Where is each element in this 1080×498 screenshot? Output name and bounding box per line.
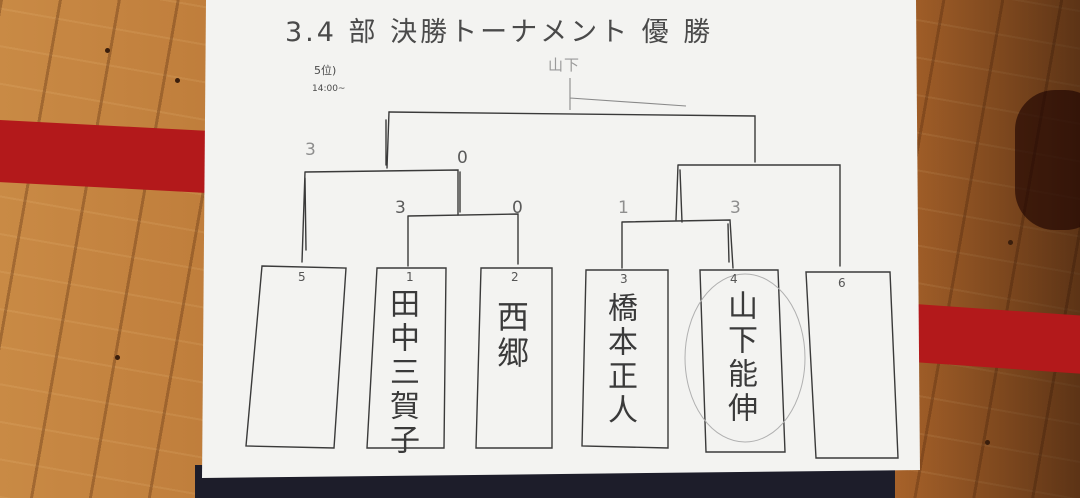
champion-line xyxy=(569,78,687,110)
floor-nail xyxy=(115,355,120,360)
final-left-stem xyxy=(385,111,390,169)
winner-circle xyxy=(684,273,806,443)
entrant-box-1 xyxy=(366,267,447,449)
entrant-name-1: 田中三賀子 xyxy=(384,288,419,458)
seed-6: 6 xyxy=(838,276,846,290)
floor-shadow xyxy=(890,0,1080,498)
score-final-left: 3 xyxy=(305,140,316,160)
entrant-box-3 xyxy=(581,269,669,449)
score-semi-left-winner: 3 xyxy=(395,198,406,218)
left-semi-bracket xyxy=(301,169,459,263)
score-semi-left-loser: 0 xyxy=(512,198,523,218)
seed-5: 5 xyxy=(298,270,306,284)
seed-2: 2 xyxy=(511,270,519,284)
score-semi-right-right: 3 xyxy=(730,198,741,218)
seed-1: 1 xyxy=(406,270,414,284)
tournament-sheet xyxy=(202,0,920,478)
entrant-name-2: 西郷 xyxy=(492,300,530,372)
entrant-box-5 xyxy=(245,265,347,449)
entrant-box-2 xyxy=(475,267,553,449)
quarter-bracket-3-4 xyxy=(621,219,734,269)
quarter-bracket-1-2 xyxy=(407,171,519,267)
entrant-name-3: 橋本正人 xyxy=(602,292,637,428)
note-time: 14:00~ xyxy=(312,84,346,94)
floor-nail xyxy=(105,48,110,53)
right-semi-bracket xyxy=(675,164,841,267)
floor-nail xyxy=(175,78,180,83)
sheet-title: 3.4 部 決勝トーナメント 優 勝 xyxy=(285,17,714,48)
entrant-name-4: 山下能伸 xyxy=(722,290,757,426)
entrant-box-6 xyxy=(805,271,899,459)
final-connector xyxy=(388,111,756,163)
score-final-left-opp: 0 xyxy=(457,148,468,168)
seed-3: 3 xyxy=(620,272,628,286)
dark-object-shadow xyxy=(1015,90,1080,230)
note-position: 5位) xyxy=(314,64,337,77)
seed-4: 4 xyxy=(730,272,738,286)
score-semi-right-left: 1 xyxy=(618,198,629,218)
entrant-box-4 xyxy=(699,269,786,453)
floor-nail xyxy=(1008,240,1013,245)
floor-nail xyxy=(985,440,990,445)
winner-name: 山下 xyxy=(548,56,581,74)
